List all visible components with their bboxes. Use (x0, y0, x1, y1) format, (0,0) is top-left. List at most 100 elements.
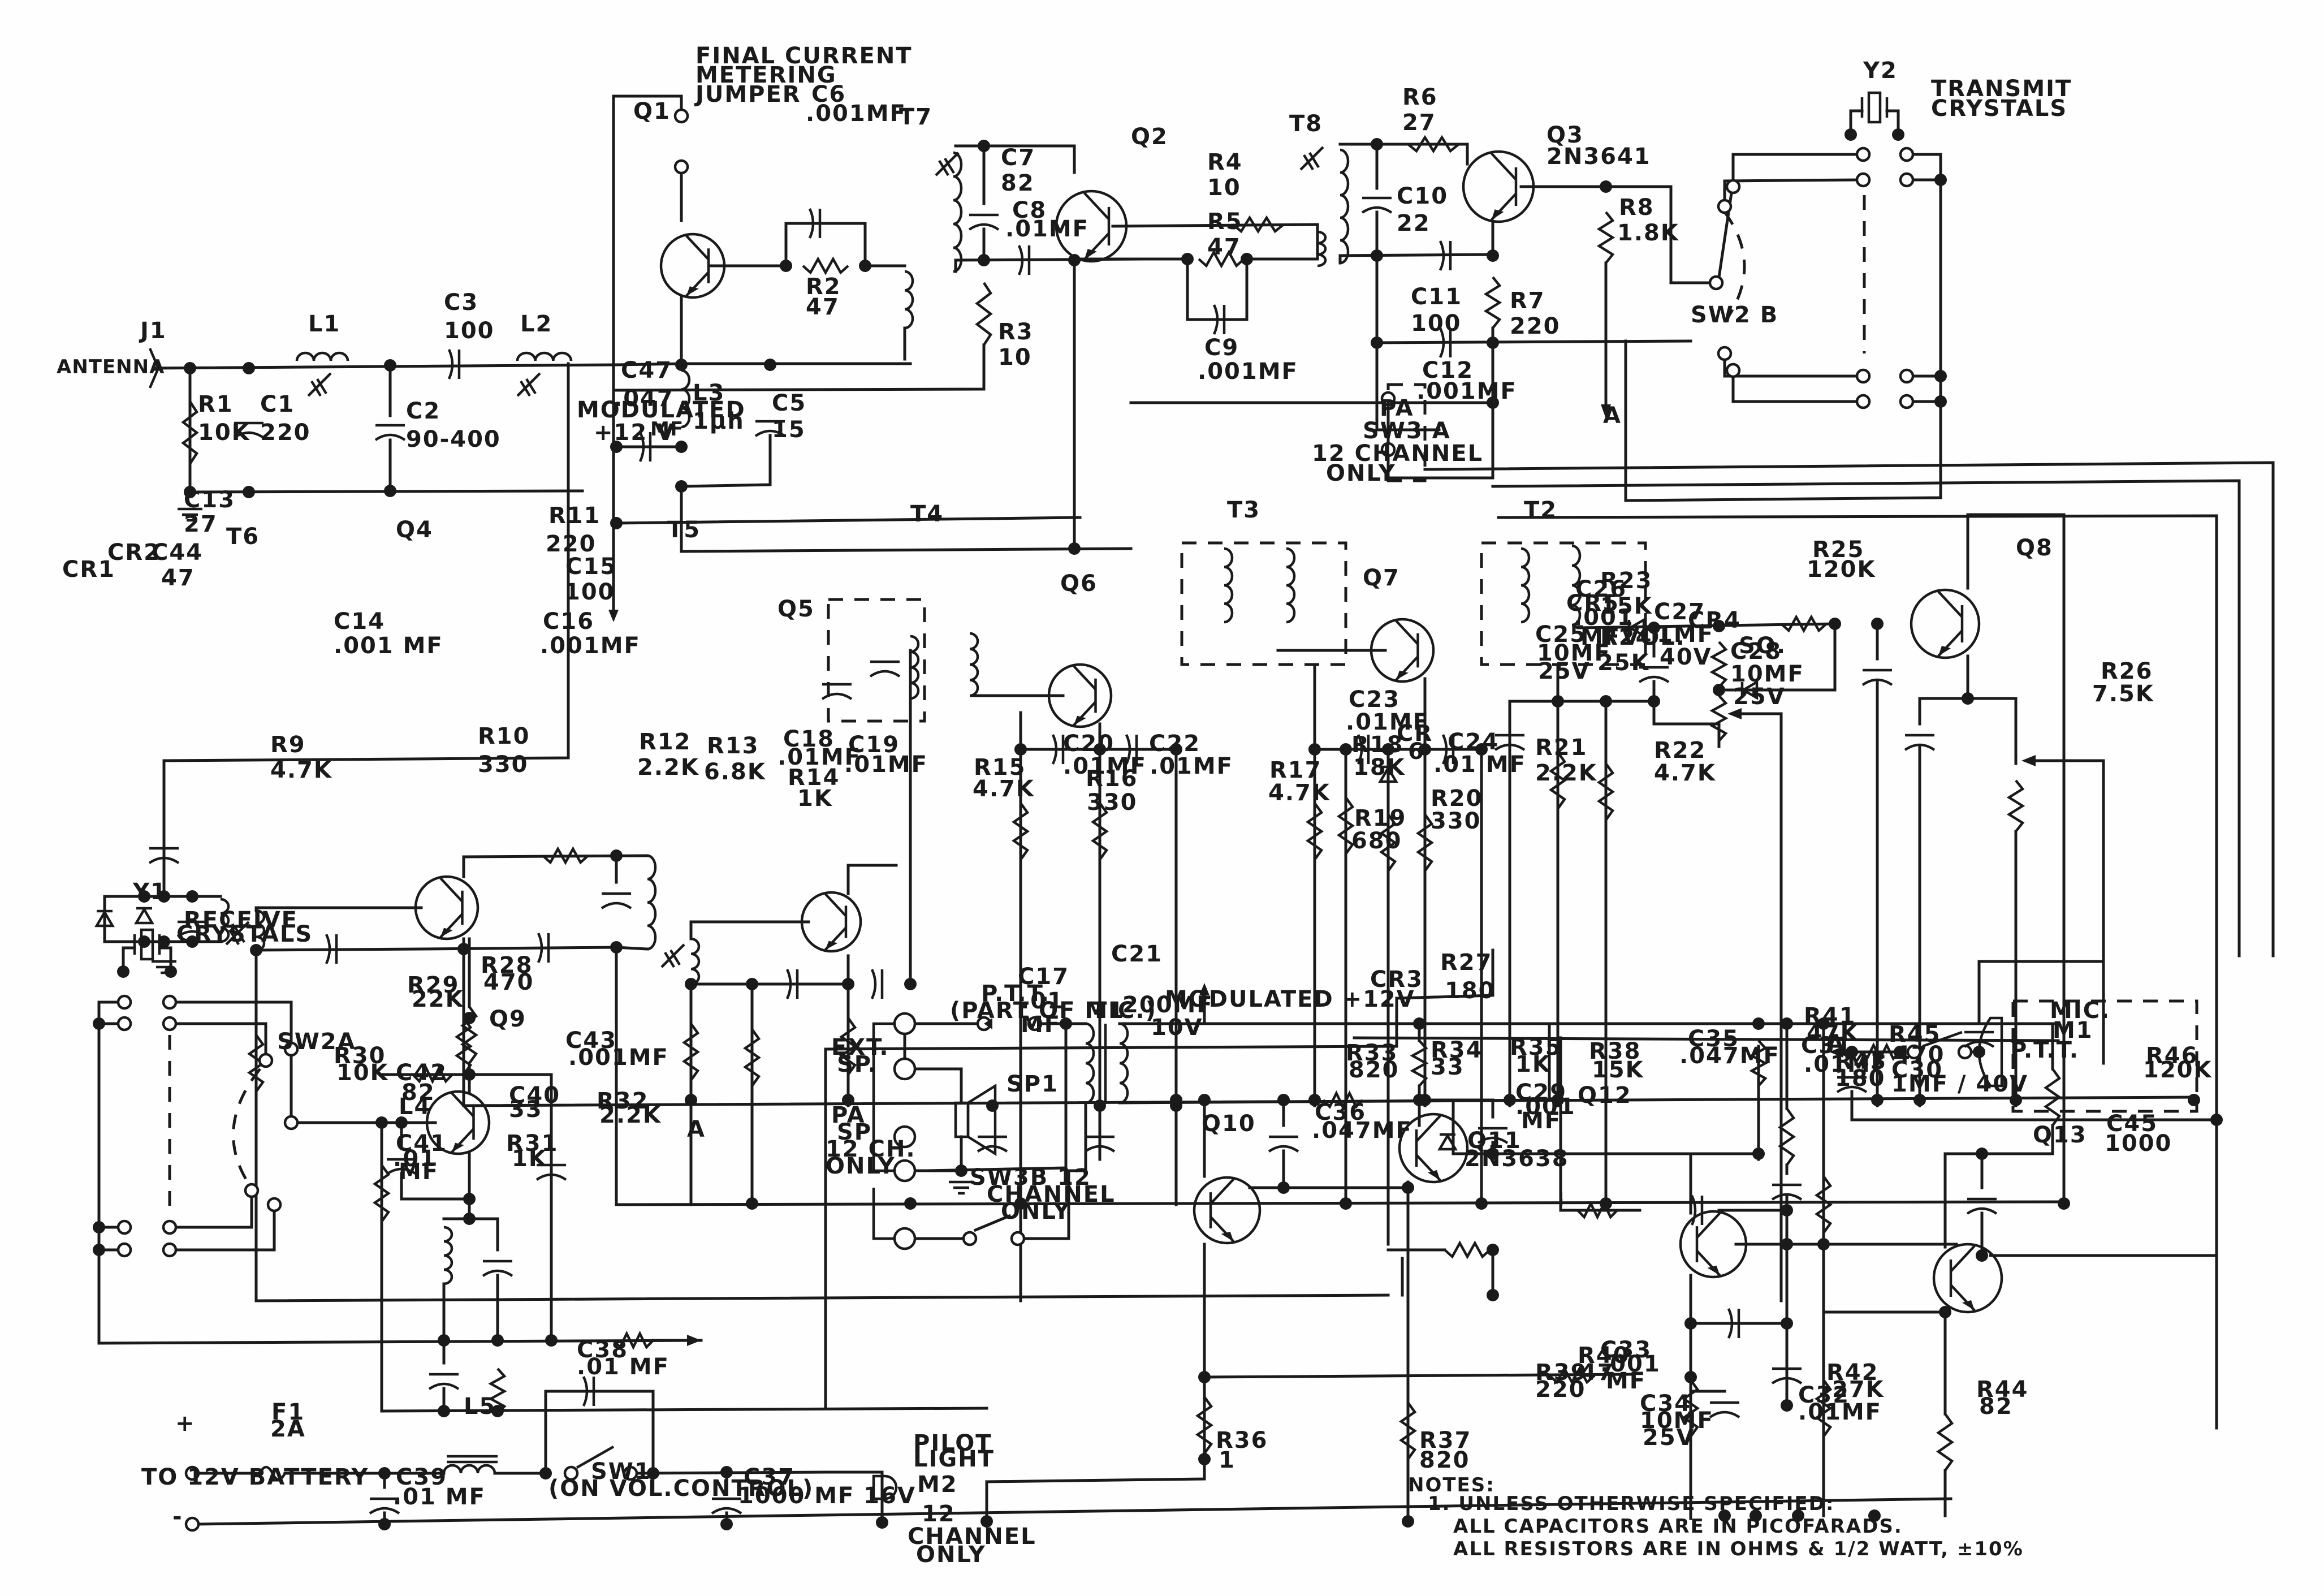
terminal (1899, 394, 1915, 409)
label-t7-ref: T7 (899, 104, 932, 130)
pa-sp-jack-line (872, 1188, 893, 1240)
wire (400, 1172, 471, 1201)
transformer-t3-shield (1180, 541, 1347, 666)
transformer-t7-primary (904, 270, 914, 330)
label-c10-ref: C10 (1397, 183, 1448, 209)
label-pa-sp-1: PA (831, 1102, 866, 1128)
cap-plate-curved (428, 1382, 460, 1390)
notes-line-3: ALL RESISTORS ARE IN OHMS & 1/2 WATT, ±1… (1453, 1538, 2024, 1560)
transistor-body (800, 891, 862, 953)
cap-plate-curved (870, 969, 877, 999)
label-c14-value: .001 MF (334, 633, 443, 659)
emitter-arrow (1084, 249, 1097, 260)
inductor-l4 (443, 1226, 453, 1286)
capacitor-c19 (870, 969, 884, 999)
capacitor-c21 (1084, 1135, 1116, 1153)
label-r40-ref: R40 (1578, 1343, 1630, 1369)
label-r46-value: 120K (2143, 1057, 2213, 1083)
terminal (893, 1125, 917, 1149)
transistor-body (1055, 189, 1128, 263)
wire (1850, 1090, 2218, 1121)
label-f1-ref: F1 (271, 1399, 305, 1425)
label-r1-ref: R1 (198, 391, 234, 417)
label-q11-value: 2N3638 (1465, 1146, 1569, 1172)
capacitor-c14 (325, 934, 338, 964)
label-c24-ref: C24 (1448, 729, 1499, 755)
capacitor-c32 (1771, 1367, 1803, 1384)
capacitor-c1 (233, 421, 265, 439)
wire (122, 946, 136, 971)
transistor-body (414, 875, 480, 941)
resistor-r41 (1778, 1107, 1796, 1166)
label-c45-value: 1000 (2105, 1131, 2172, 1157)
label-l1-ref: L1 (308, 311, 340, 337)
transformer-t4-secondary (969, 632, 979, 697)
label-r31-value: 1K (512, 1146, 547, 1172)
notes-heading: NOTES: (1408, 1474, 1495, 1496)
wire (1624, 153, 1942, 502)
label-r41-value: 47K (1807, 1020, 1859, 1046)
terminal (1906, 1044, 1922, 1060)
label-r43-ref: R43 (1835, 1049, 1887, 1075)
label-r12-ref: R12 (639, 729, 691, 755)
resistor-r46 (2044, 1068, 2062, 1127)
crystal-body (140, 928, 154, 961)
label-r27-ref: R27 (1440, 950, 1492, 976)
capacitor-c23 (1357, 734, 1370, 765)
label-r4-ref: R4 (1207, 149, 1243, 175)
emitter-arrow (1221, 1231, 1234, 1242)
label-c37-value: 1000 MF 16V (738, 1483, 916, 1509)
emitter-arrow (440, 928, 453, 938)
label-c33-ref: C33 (1600, 1337, 1652, 1363)
label-c29-value: .001 (1515, 1094, 1576, 1120)
wire (1723, 357, 1859, 378)
capacitor-c37 (711, 1497, 742, 1515)
zener-cr3 (1437, 1133, 1458, 1151)
label-r32-value: 2.2K (599, 1102, 662, 1128)
label-r42-value: 27K (1832, 1377, 1885, 1403)
label-r34-value: 33 (1431, 1054, 1465, 1080)
crystal-y1 (133, 928, 161, 961)
wire (1491, 479, 2241, 957)
terminal (1899, 146, 1915, 162)
label-c22-ref: C22 (1149, 731, 1200, 757)
label-r13-value: 6.8K (704, 759, 766, 785)
cap-plate-curved (447, 349, 454, 379)
label-r28-ref: R28 (481, 952, 533, 978)
wire (1375, 143, 1469, 166)
label-c30-ref: C30 (1891, 1057, 1943, 1083)
label-cr4-ref: CR4 (1688, 607, 1741, 633)
emitter-arrow (1962, 1300, 1975, 1310)
label-q6-ref: Q6 (1060, 571, 1098, 597)
wire (926, 1022, 1068, 1172)
terminal (184, 1516, 200, 1532)
label-c9-value: .001MF (1198, 359, 1298, 385)
label-c18-value: .01MF (777, 744, 861, 770)
junction-dot (1781, 1017, 1793, 1030)
label-c27-voltage: 40V (1660, 644, 1712, 670)
label-c38-ref: C38 (577, 1337, 628, 1363)
label-transmit-crystals-2: CRYSTALS (1931, 96, 2067, 122)
label-c22-value: .01MF (1150, 753, 1233, 779)
label-c33-unit: MF (1606, 1368, 1646, 1394)
resistor-r33 (1322, 1090, 1364, 1110)
tune-mark (1303, 154, 1314, 171)
label-c40-value: 33 (509, 1097, 543, 1123)
label-c2-value: 90-400 (406, 426, 501, 452)
label-cr6-ref: CR (1397, 721, 1433, 747)
junction-dot (1892, 128, 1904, 141)
label-c8-ref: C8 (1012, 197, 1047, 223)
resistor-r19 (1379, 813, 1397, 872)
capacitor-c11 (1439, 240, 1452, 271)
label-r24-value: 25K (1597, 650, 1650, 676)
transformer-t5-secondary (690, 937, 701, 986)
junction-dot (1871, 1094, 1884, 1106)
label-c33-value: .001 (1600, 1351, 1661, 1377)
label-pa-sp-3: 12 CH. (826, 1136, 916, 1162)
junction-dot (1934, 174, 1947, 186)
capacitor-c24 (1441, 734, 1455, 765)
junction-dot (545, 1334, 558, 1347)
cap-plate-curved (1357, 734, 1363, 765)
emitter-arrow (686, 286, 699, 296)
transistor-q4 (414, 875, 480, 941)
